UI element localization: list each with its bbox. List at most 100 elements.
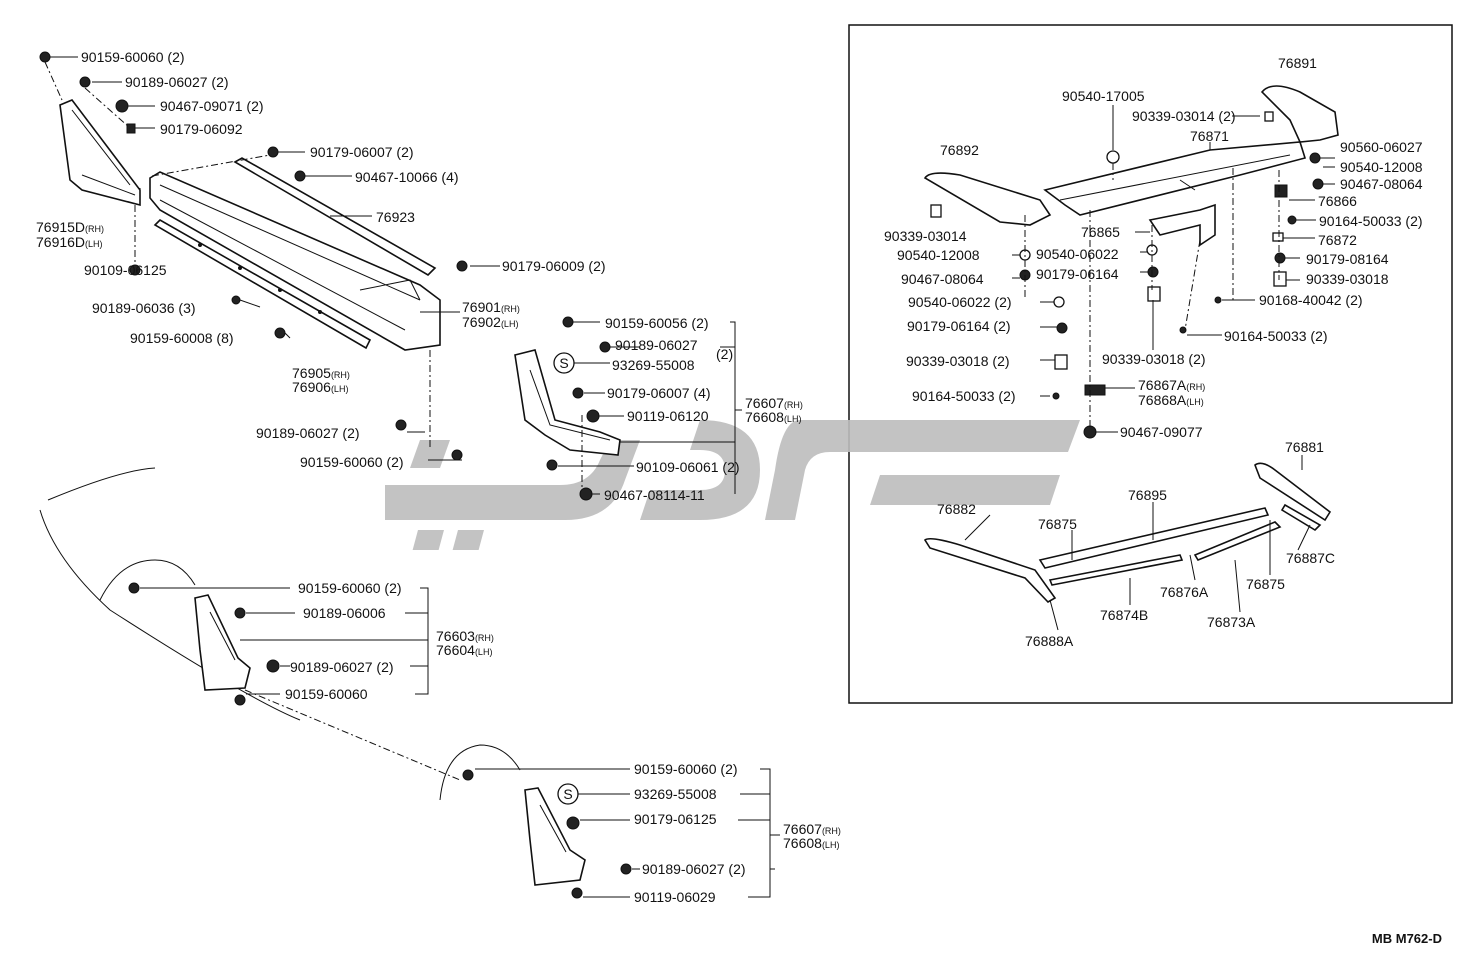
callout-76876A: 76876A [1160,584,1209,600]
callout-90339-03014: 90339-03014 [884,228,967,244]
spoiler-end-cap-76892 [923,172,1052,226]
callout-90159-60060: 90159-60060 (2) [634,761,738,777]
callout-90540-12008: 90540-12008 [1340,159,1423,175]
svg-text:S: S [563,786,572,802]
callout-90189-06027: 90189-06027 (2) [290,659,394,675]
rear-spoiler-76871 [1043,141,1307,216]
callout-90189-06027: 90189-06027 (2) [256,425,360,441]
front-mud-guard-76603 [194,594,251,691]
callout-76603: 76603(RH) [436,628,494,644]
callout-90159-60056: 90159-60056 (2) [605,315,709,331]
callout-90179-08164: 90179-08164 [1306,251,1389,267]
callout-90339-03018: 90339-03018 [1306,271,1389,287]
spoiler-molding-76895 [1038,507,1270,569]
callout-76901: 76901(RH) [462,299,520,315]
spoiler-end-molding-76882 [923,538,1057,604]
callout-90189-06027: 90189-06027 (2) [125,74,229,90]
callout-76875: 76875 [1038,516,1077,532]
callout-76872: 76872 [1318,232,1357,248]
callout-90339-03018: 90339-03018 (2) [1102,351,1206,367]
callout-76867A: 76867A(RH) [1138,377,1205,393]
rear-spoiler-inset-frame [848,24,1453,704]
callout-76604: 76604(LH) [436,642,492,658]
callout-76888A: 76888A [1025,633,1074,649]
callout-90339-03014: 90339-03014 (2) [1132,108,1236,124]
spoiler-bracket-76865 [1148,203,1216,247]
callout-90179-06164: 90179-06164 [1036,266,1119,282]
callout-76873A: 76873A [1207,614,1256,630]
s-marker-icon: S [553,352,575,374]
front-left-apron-76915D [59,99,141,207]
callout-93269-55008: 93269-55008 [612,357,695,373]
callout-90164-50033: 90164-50033 (2) [1319,213,1423,229]
rear-mud-guard-76607 [524,787,586,886]
callout-90179-06007: 90179-06007 (4) [607,385,711,401]
callout-76916D: 76916D(LH) [36,234,103,250]
callout-76871: 76871 [1190,128,1229,144]
side-rocker-panel-76901 [149,171,441,351]
callout-76607: 76607(RH) [745,395,803,411]
callout-90189-06006: 90189-06006 [303,605,386,621]
body-outline [39,467,521,801]
fastener-icons [39,51,1324,899]
callout-90159-60060: 90159-60060 (2) [300,454,404,470]
watermark [385,420,1080,550]
callout-90540-12008: 90540-12008 [897,247,980,263]
callout-90164-50033: 90164-50033 (2) [1224,328,1328,344]
callout-90179-06007: 90179-06007 (2) [310,144,414,160]
callout-90179-06164: 90179-06164 (2) [907,318,1011,334]
callout-76915D: 76915D(RH) [36,219,104,235]
callout-90189-06027: 90189-06027 [615,337,698,353]
callout-90467-08114-11: 90467-08114-11 [604,487,705,503]
callout-90109-06061: 90109-06061 (2) [636,459,740,475]
callout-90179-06125: 90179-06125 [634,811,717,827]
callout-90467-10066: 90467-10066 (4) [355,169,459,185]
callout-93269-55008: 93269-55008 [634,786,717,802]
callout-90159-60008: 90159-60008 (8) [130,330,234,346]
callout-76608: 76608(LH) [745,409,801,425]
callout-76906: 76906(LH) [292,379,348,395]
callout-76607: 76607(RH) [783,821,841,837]
callout-90119-06029: 90119-06029 [634,889,716,905]
callout-90189-06027: 90189-06027 (2) [642,861,746,877]
callout-76881: 76881 [1285,439,1324,455]
callout-90179-06092: 90179-06092 [160,121,243,137]
leader-lines [50,56,1335,898]
callout-76892: 76892 [940,142,979,158]
callout-76866: 76866 [1318,193,1357,209]
spoiler-end-cap-76891 [1260,85,1339,143]
callout-76608: 76608(LH) [783,835,839,851]
callout-76875: 76875 [1246,576,1285,592]
callout-90109-06125: 90109-06125 [84,262,167,278]
callout-90540-06022: 90540-06022 (2) [908,294,1012,310]
callout-76865: 76865 [1081,224,1120,240]
callout-76891: 76891 [1278,55,1317,71]
callout-90540-06022: 90540-06022 [1036,246,1119,262]
callout-90467-08064: 90467-08064 [901,271,984,287]
callout-90467-09077: 90467-09077 [1120,424,1203,440]
spoiler-end-molding-76881 [1254,462,1332,522]
callout-labels: 90159-60060 (2) 90189-06027 (2) 90467-09… [36,49,1423,905]
callout-90119-06120: 90119-06120 [627,408,709,424]
callout-90168-40042: 90168-40042 (2) [1259,292,1363,308]
callout-76905: 76905(RH) [292,365,350,381]
callout-76874B: 76874B [1100,607,1148,623]
callout-76902: 76902(LH) [462,314,518,330]
assembly-dash-lines [44,61,1280,490]
drawing-code: MB M762-D [1371,931,1442,946]
callout-76895: 76895 [1128,487,1167,503]
callout-76882: 76882 [937,501,976,517]
spoiler-moldings-76874-76873 [1048,503,1322,586]
rocker-lower-extension-76905 [153,219,372,350]
callout-76868A: 76868A(LH) [1138,392,1204,408]
callout-qty-2: (2) [716,346,733,362]
callout-90467-08064: 90467-08064 [1340,176,1423,192]
callout-90560-06027: 90560-06027 [1340,139,1423,155]
callout-90159-60060: 90159-60060 (2) [81,49,185,65]
callout-76923: 76923 [376,209,415,225]
callout-90540-17005: 90540-17005 [1062,88,1145,104]
callout-90164-50033: 90164-50033 (2) [912,388,1016,404]
callout-90179-06009: 90179-06009 (2) [502,258,606,274]
